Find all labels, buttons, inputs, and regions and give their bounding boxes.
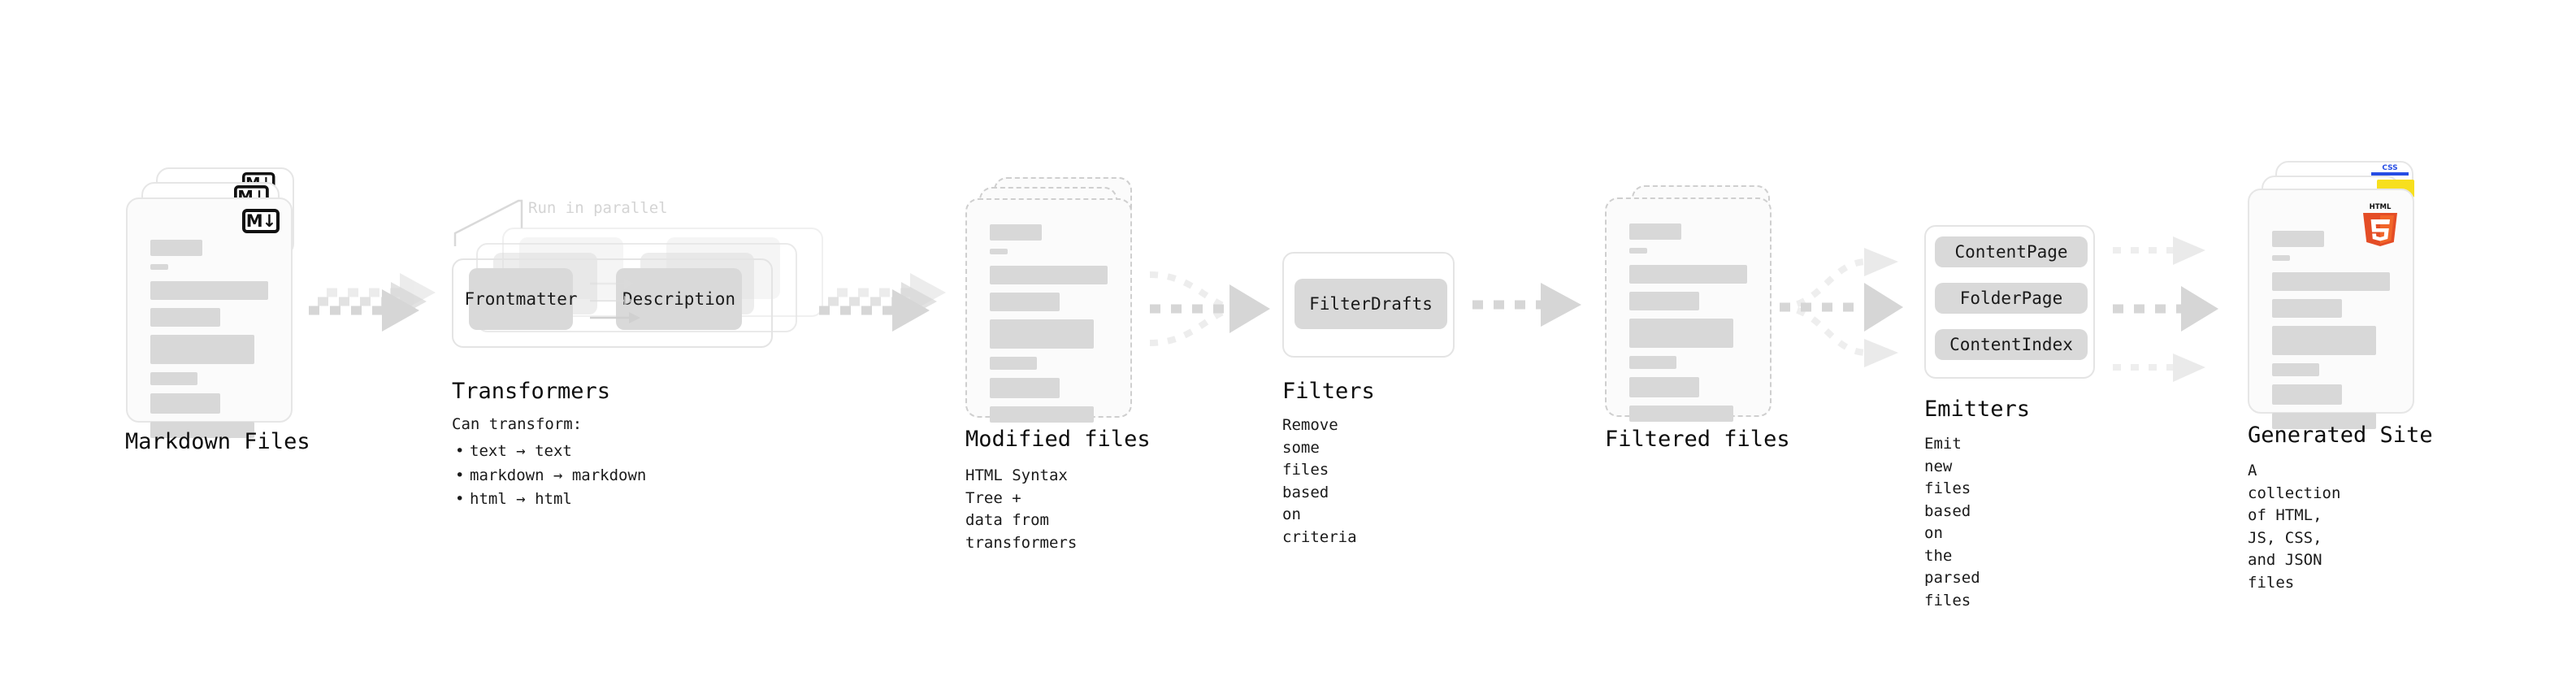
filters-description: Remove some files based on criteria <box>1282 416 1357 546</box>
transformers-bullet-list: text → text markdown → markdown html → h… <box>452 440 646 512</box>
skeleton-bar <box>990 406 1094 423</box>
emitters-description: Emit new files based on the parsed files <box>1924 435 1980 609</box>
skeleton-bar <box>150 372 197 385</box>
run-in-parallel-label: Run in parallel <box>528 199 668 217</box>
skeleton-bar <box>990 249 1008 254</box>
chip-contentpage-label: ContentPage <box>1954 242 2068 262</box>
modified-card-front[interactable] <box>965 198 1132 423</box>
html5-icon: HTML <box>2363 203 2397 246</box>
skeleton-bar <box>2272 384 2342 405</box>
css-badge: CSS <box>2371 163 2409 176</box>
skeleton-bar <box>2272 363 2319 376</box>
transformers-bullet: text → text <box>455 440 646 464</box>
skeleton-bar <box>1629 406 1733 422</box>
emitters-title: Emitters <box>1924 397 2031 422</box>
skeleton-bar <box>150 264 168 270</box>
markdown-skeleton <box>150 240 268 446</box>
arrow-filters-to-filtered <box>1472 283 1581 327</box>
arrow-filtered-to-emitters <box>1779 248 1903 367</box>
generated-site-description: A collection of HTML, JS, CSS, and JSON … <box>2248 462 2341 592</box>
skeleton-bar <box>990 319 1094 349</box>
arrow-transformers-to-modified <box>819 273 946 332</box>
arrow-modified-to-filters <box>1149 271 1270 346</box>
skeleton-bar <box>990 357 1037 370</box>
skeleton-bar <box>1629 292 1699 310</box>
svg-text:HTML: HTML <box>2370 203 2392 211</box>
modified-files-title: Modified files <box>965 427 1151 452</box>
site-skeleton <box>2272 231 2390 437</box>
filters-title: Filters <box>1282 379 1375 404</box>
skeleton-bar <box>990 224 1042 241</box>
skeleton-bar <box>150 308 220 327</box>
skeleton-bar <box>990 378 1060 398</box>
skeleton-bar <box>1629 248 1647 254</box>
transformers-bullet: markdown → markdown <box>455 464 646 488</box>
chip-description[interactable]: Description <box>616 268 742 330</box>
generated-site-title: Generated Site <box>2248 423 2433 448</box>
chip-description-label: Description <box>622 289 736 309</box>
site-card-front[interactable]: HTML <box>2248 189 2414 429</box>
skeleton-bar <box>150 393 220 414</box>
chip-frontmatter-label: Frontmatter <box>464 289 578 309</box>
filtered-card-front[interactable] <box>1605 197 1772 422</box>
parallel-bracket <box>453 199 523 246</box>
transformers-description: Can transform: text → text markdown → ma… <box>452 413 646 512</box>
skeleton-bar <box>1629 356 1676 369</box>
markdown-card-front[interactable]: M↓ <box>126 197 293 438</box>
transformers-desc-heading: Can transform: <box>452 415 583 433</box>
transformers-bullet: html → html <box>455 488 646 512</box>
skeleton-bar <box>990 293 1060 311</box>
skeleton-bar <box>2272 299 2342 318</box>
chip-contentindex[interactable]: ContentIndex <box>1935 329 2088 360</box>
filters-panel[interactable]: FilterDrafts <box>1282 252 1455 358</box>
skeleton-bar <box>2272 255 2290 261</box>
skeleton-bar <box>2272 326 2376 355</box>
chip-folderpage-label: FolderPage <box>1959 288 2063 308</box>
chip-frontmatter[interactable]: Frontmatter <box>464 268 578 330</box>
skeleton-bar <box>150 240 202 256</box>
skeleton-bar <box>150 422 254 438</box>
emitters-panel[interactable]: ContentPage FolderPage ContentIndex <box>1924 225 2095 379</box>
chip-folderpage[interactable]: FolderPage <box>1935 283 2088 314</box>
markdown-icon: M↓ <box>242 209 280 233</box>
transformer-panel-front[interactable]: Frontmatter Description <box>452 258 773 348</box>
arrow-markdown-to-transformers <box>309 273 436 332</box>
chip-contentpage[interactable]: ContentPage <box>1935 236 2088 267</box>
skeleton-bar <box>2272 272 2390 291</box>
skeleton-bar <box>1629 223 1681 240</box>
chip-filterdrafts[interactable]: FilterDrafts <box>1295 279 1447 329</box>
skeleton-bar <box>1629 377 1699 397</box>
skeleton-bar <box>1629 265 1747 284</box>
chip-contentindex-label: ContentIndex <box>1949 335 2073 354</box>
skeleton-bar <box>990 266 1108 284</box>
skeleton-bar <box>2272 413 2376 429</box>
filtered-skeleton <box>1629 223 1747 430</box>
transformers-title: Transformers <box>452 379 611 404</box>
modified-files-description: HTML Syntax Tree + data from transformer… <box>965 466 1078 552</box>
filtered-files-title: Filtered files <box>1605 427 1790 452</box>
skeleton-bar <box>2272 231 2324 247</box>
arrow-emitters-to-site <box>2113 236 2218 382</box>
modified-skeleton <box>990 224 1108 431</box>
skeleton-bar <box>150 281 268 300</box>
skeleton-bar <box>1629 319 1733 348</box>
markdown-files-title: Markdown Files <box>125 429 310 454</box>
chip-filterdrafts-label: FilterDrafts <box>1309 294 1433 314</box>
transformer-inner-arrows <box>590 279 640 323</box>
skeleton-bar <box>150 335 254 364</box>
